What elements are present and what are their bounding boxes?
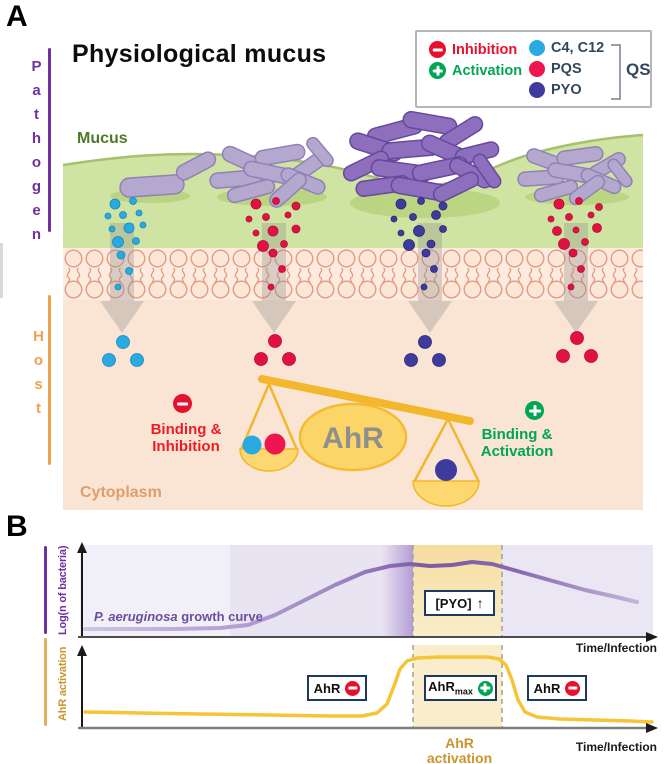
- x-axis-arrow-icon: [646, 632, 658, 642]
- bacteria-biofilm-dense: [342, 110, 502, 203]
- qs-dots-c4c12: [102, 197, 147, 367]
- inhibition-minus-icon: [345, 680, 361, 696]
- caption-line: activation: [426, 750, 493, 764]
- legend-inhibition-row: Inhibition: [429, 41, 517, 58]
- panel-b-charts: [77, 542, 658, 733]
- membrane-bracket-fragment: [0, 243, 3, 298]
- legend-pqs-row: PQS: [529, 61, 582, 77]
- lipid-bilayer-membrane: [63, 248, 643, 300]
- caption-line: AhR: [445, 735, 474, 751]
- ahr-box-text: AhRmax: [428, 679, 473, 697]
- panel-a-graphic: AhR: [62, 110, 644, 510]
- qs-dots-pyo: [390, 197, 448, 367]
- cytoplasm-label: Cytoplasm: [80, 484, 162, 501]
- time-axis-label-bottom: Time/Infection: [575, 740, 657, 754]
- legend-c4c12-row: C4, C12: [529, 40, 604, 56]
- pyo-dot-icon: [529, 82, 545, 98]
- legend-activation-label: Activation: [452, 62, 523, 79]
- pqs-dot-icon: [529, 61, 545, 77]
- growth-curve-label: P. aeruginosa growth curve: [94, 609, 263, 624]
- host-side-label: Host: [30, 328, 47, 424]
- ahr-box-text: AhR: [313, 680, 341, 696]
- growth-axis-accent-line: [44, 546, 47, 634]
- legend-pyo-row: PYO: [529, 82, 582, 98]
- ahr-activation-curve: [83, 655, 654, 724]
- ahr-receptor-ellipse: [298, 402, 408, 472]
- bacteria-cluster-small: [209, 136, 334, 208]
- balance-right-strings: [412, 418, 481, 483]
- ahr-chart-axes: [77, 645, 658, 733]
- legend-pyo-label: PYO: [551, 82, 582, 98]
- panel-a-title: Physiological mucus: [72, 40, 327, 68]
- qs-dots-pqs-early: [245, 197, 301, 366]
- binding-inhibition-caption: Binding & Inhibition: [131, 421, 241, 455]
- inhibition-minus-icon: [173, 394, 192, 413]
- caption-line: Inhibition: [152, 438, 220, 455]
- pyo-box-text: [PYO]: [435, 595, 472, 611]
- qs-bracket: [611, 44, 621, 100]
- pan-dot-pyo: [435, 459, 457, 481]
- pathogen-side-label: Pathogen: [28, 58, 45, 250]
- c4c12-dot-icon: [529, 40, 545, 56]
- ahr-inhibited-box-2: AhR: [527, 675, 587, 701]
- bacteria-planktonic: [119, 151, 217, 198]
- caption-line: Binding &: [150, 421, 222, 438]
- legend-qs-group-label: QS: [626, 60, 651, 79]
- balance-beam: [258, 375, 474, 425]
- host-bracket-line: [48, 295, 51, 465]
- y-axis-arrow-icon: [77, 542, 87, 553]
- balance-right-pan: [412, 480, 480, 507]
- ahr-max-box: AhRmax: [424, 675, 497, 701]
- activation-plus-icon: [477, 680, 493, 696]
- caption-line: Activation: [480, 443, 554, 460]
- ahr-balance-scale: AhR: [239, 375, 481, 507]
- ahr-box-sub: max: [454, 686, 473, 697]
- legend-activation-row: Activation: [429, 62, 522, 79]
- pathogen-bracket-line: [48, 48, 51, 232]
- qs-dots-pqs-late: [547, 197, 603, 363]
- pan-dot-c4c12: [242, 435, 262, 455]
- ahr-inhibited-box-1: AhR: [307, 675, 367, 701]
- legend-inhibition-label: Inhibition: [452, 41, 518, 58]
- balance-left-pan: [239, 448, 299, 472]
- pan-dot-pqs: [264, 433, 286, 455]
- qs-legend: Inhibition Activation C4, C12 PQS PYO QS: [415, 30, 652, 108]
- binding-activation-caption: Binding & Activation: [457, 426, 577, 460]
- inhibition-minus-icon: [429, 41, 446, 58]
- ahr-label: AhR: [322, 422, 384, 455]
- mucus-label: Mucus: [77, 130, 128, 147]
- growth-curve: [83, 560, 639, 631]
- ahr-box-main: AhR: [428, 679, 455, 695]
- ahr-box-text: AhR: [533, 680, 561, 696]
- y-axis-arrow-icon: [77, 645, 87, 656]
- legend-c4c12-label: C4, C12: [551, 40, 605, 56]
- caption-line: Binding &: [481, 426, 553, 443]
- growth-chart-axes: [77, 542, 658, 642]
- growth-label-rest: growth curve: [177, 609, 263, 624]
- species-name: P. aeruginosa: [94, 609, 178, 624]
- x-axis-arrow-icon: [646, 723, 658, 733]
- time-axis-label-top: Time/Infection: [575, 641, 657, 655]
- ahr-axis-accent-line: [44, 638, 47, 726]
- panel-a-label: A: [6, 0, 28, 33]
- legend-pqs-label: PQS: [551, 61, 582, 77]
- inhibition-minus-icon: [565, 680, 581, 696]
- ahr-activation-caption: AhR activation: [407, 736, 512, 764]
- activation-plus-icon: [429, 62, 446, 79]
- activation-plus-icon: [525, 401, 545, 420]
- up-arrow-icon: ↑: [476, 595, 484, 611]
- pyo-annotation-box: [PYO]↑: [424, 590, 495, 616]
- panel-b-label: B: [6, 510, 28, 543]
